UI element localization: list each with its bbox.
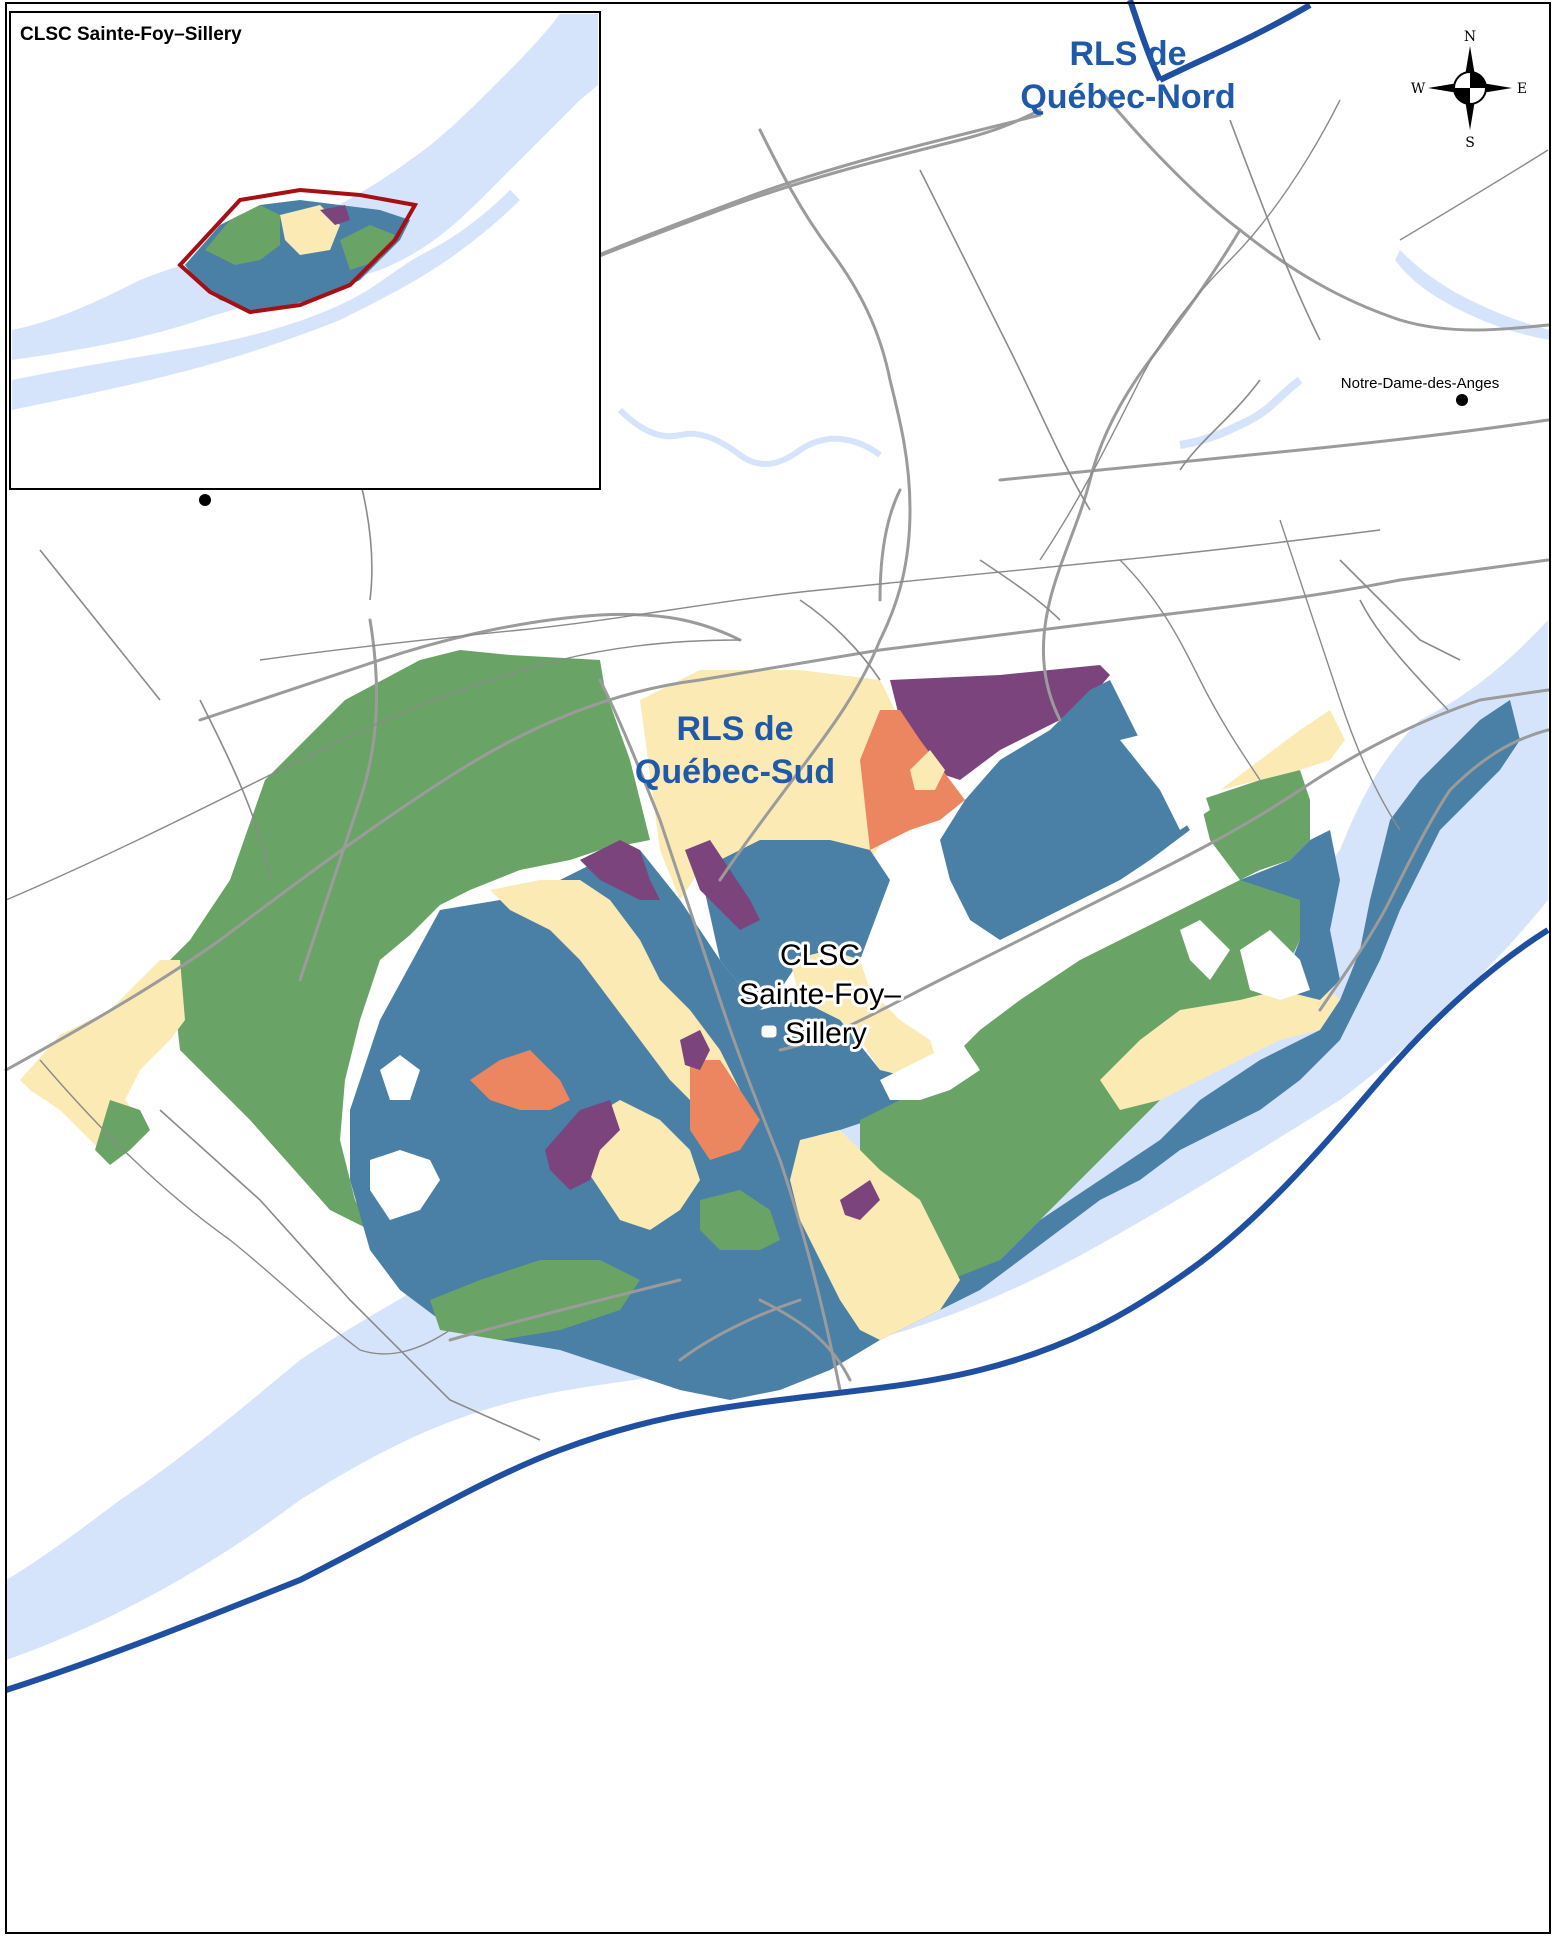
district-white-airport (1120, 730, 1210, 830)
district-polygons (20, 650, 1520, 1400)
district-purple-north (890, 665, 1110, 780)
district-blue-south-center (760, 1000, 960, 1140)
district-purple-southwest (545, 1100, 620, 1190)
district-orange-center (690, 1060, 760, 1160)
place-marker-west (199, 494, 211, 506)
highway-north-2 (1127, 0, 1163, 82)
district-purple-west (580, 840, 660, 900)
label-notre-dame-des-anges: Notre-Dame-des-Anges (1341, 375, 1499, 392)
inset-map: CLSC Sainte-Foy–Sillery (9, 11, 601, 490)
label-rls-quebec-sud-line2: Québec-Sud (635, 753, 835, 791)
district-yellow-southeast (1100, 980, 1340, 1110)
district-white-west-2 (370, 1150, 440, 1220)
road-network (4, 88, 1550, 1441)
compass-n: N (1464, 29, 1476, 45)
district-yellow-south (790, 1130, 960, 1340)
river-water (6, 620, 1548, 1660)
label-clsc-line3: Sillery (785, 1017, 867, 1050)
inset-river (12, 14, 598, 360)
district-purple-center (680, 1030, 710, 1070)
district-yellow-north-hole (910, 750, 945, 790)
district-yellow-center (790, 950, 940, 1080)
district-green-far-west (95, 1100, 150, 1165)
map-border (5, 2, 1551, 1934)
district-yellow-east-strip (1220, 710, 1345, 790)
district-blue-east-coast (1240, 830, 1340, 1000)
river-saint-charles-west (617, 407, 882, 468)
district-white-west-1 (380, 1055, 420, 1100)
district-green-west (170, 650, 650, 1230)
label-rls-quebec-sud-line1: RLS de (676, 710, 793, 748)
compass-e: E (1517, 81, 1527, 97)
district-green-east (860, 870, 1300, 1280)
district-yellow-west-center (490, 880, 740, 1110)
compass-rose: N S E W (1411, 29, 1527, 151)
label-clsc-line2: Sainte-Foy– (739, 978, 901, 1011)
river-saint-charles (1179, 376, 1303, 449)
district-green-south (430, 1260, 640, 1340)
district-purple-south (840, 1180, 880, 1220)
label-rls-quebec-nord-line1: RLS de (1069, 35, 1186, 73)
district-green-south-center (700, 1190, 780, 1250)
district-orange-west (470, 1050, 570, 1110)
inset-boundary (177, 187, 419, 315)
inset-river-main (12, 190, 520, 410)
district-white-east-1 (1180, 920, 1230, 980)
inset-purple-area (320, 205, 350, 225)
district-white-east-2 (1240, 930, 1310, 1000)
district-blue-coast (880, 700, 1520, 1340)
inset-yellow-area (280, 205, 340, 255)
district-white-southcenter (880, 1040, 980, 1100)
highway-north (1158, 2, 1312, 83)
river-north-arm (1395, 250, 1550, 340)
clsc-marker (761, 1025, 777, 1038)
district-purple-center-north (685, 840, 760, 930)
compass-s: S (1465, 135, 1475, 151)
district-green-far-east (1200, 770, 1310, 880)
label-rls-quebec-nord-line2: Québec-Nord (1020, 78, 1235, 116)
highway-40 (5, 927, 1550, 1693)
inset-green-east (340, 225, 395, 270)
label-clsc-line1: CLSC (780, 939, 860, 972)
inset-title: CLSC Sainte-Foy–Sillery (20, 24, 242, 45)
district-blue-center-east (700, 840, 890, 1010)
inset-green-area (205, 205, 280, 265)
compass-w: W (1411, 81, 1426, 97)
notre-dame-des-anges-marker (1456, 394, 1468, 406)
district-yellow-far-west (20, 960, 185, 1160)
